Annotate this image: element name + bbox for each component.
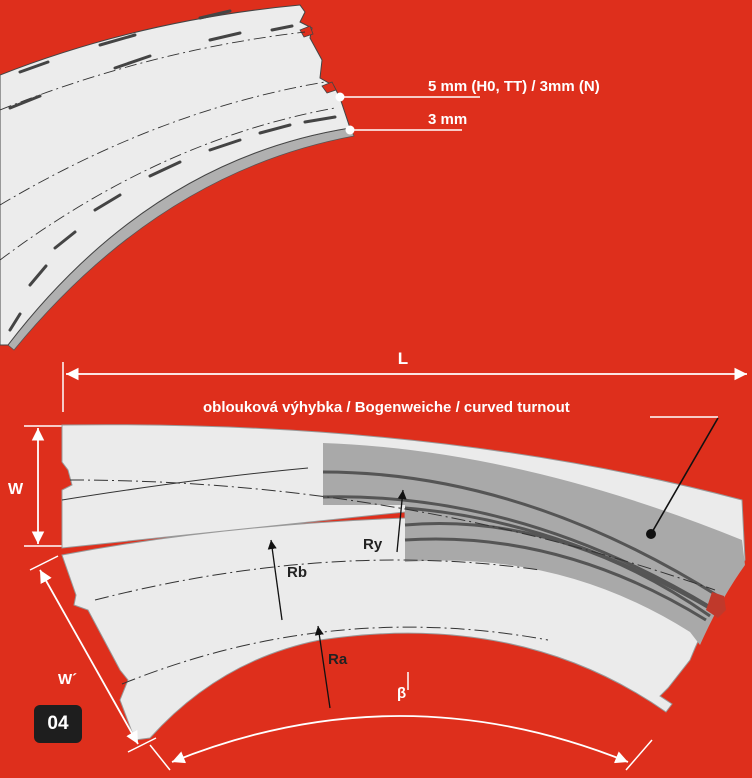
thickness-annotations: 5 mm (H0, TT) / 3mm (N) 3 mm [335,78,600,135]
turnout-leader-line [650,417,719,535]
turnout-label: oblouková výhybka / Bogenweiche / curved… [203,399,570,416]
turnout-zone [323,443,745,645]
outer-arc-line [61,467,309,501]
width-dimension: W [8,425,62,547]
radius-arrow-ry [396,489,407,553]
plate-centerline [0,81,326,206]
angle-dimension: β [149,672,653,771]
radius-arrow-ra [314,625,331,709]
angle-arc [171,715,629,764]
plate-connector-notch [321,81,337,94]
turnout-leader-point [646,529,656,539]
plate-centerlines-bottom [69,479,716,685]
plate-centerline [0,107,336,261]
thickness-point-bottom [345,125,355,135]
thickness-label-top: 5 mm (H0, TT) / 3mm (N) [428,78,600,95]
angle-label: β [397,685,406,702]
plate-centerline [0,31,306,111]
perspective-track-plate [0,4,355,351]
radius-arrow-rb [267,539,283,621]
radius-label-rb: Rb [287,564,307,581]
turnout-rails [322,470,719,622]
figure-number-badge: 04 [34,705,82,743]
turnout-annotation: oblouková výhybka / Bogenweiche / curved… [203,399,719,539]
radius-label-ry: Ry [363,536,383,553]
width-alt-dimension-line [39,569,139,745]
width-alt-label: W´ [58,671,77,688]
thickness-point-top [335,92,345,102]
plate-connector-notch [299,25,314,38]
width-alt-dimension: W´ [29,555,157,753]
turnout-frog-marker [706,592,726,618]
radius-label-ra: Ra [328,651,348,668]
thickness-label-bottom: 3 mm [428,111,467,128]
length-dimension: L [62,349,747,412]
sleeper-slots [8,9,337,332]
length-label: L [398,349,408,368]
width-label: W [8,481,24,498]
radius-arrows [267,489,407,709]
